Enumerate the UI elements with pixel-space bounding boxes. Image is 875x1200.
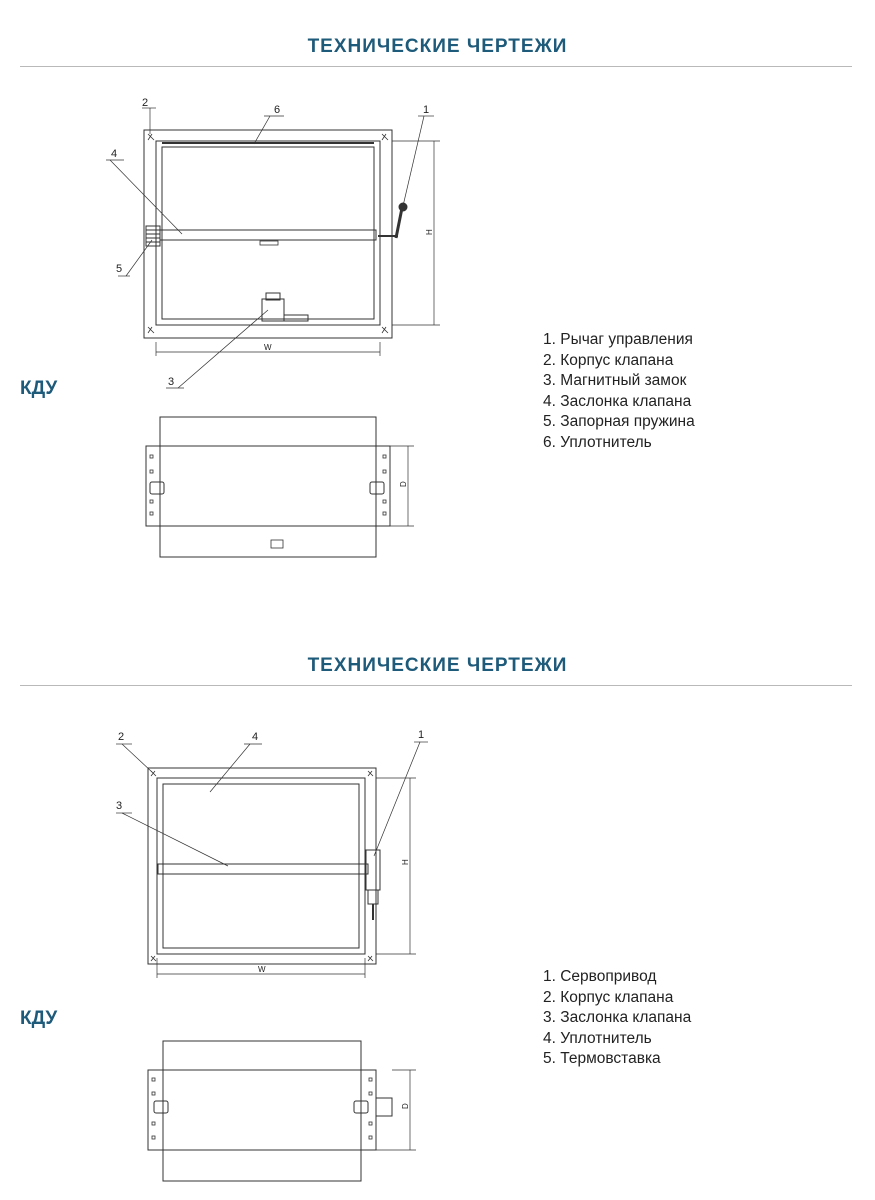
legend-item: 3. Заслонка клапана [543,1009,692,1027]
legend-item: 1. Сервопривод [543,968,657,985]
section-title: ТЕХНИЧЕСКИЕ ЧЕРТЕЖИ [307,655,568,676]
divider [20,66,852,67]
valve-flange [147,767,377,965]
section-manual-drive: ТЕХНИЧЕСКИЕ ЧЕРТЕЖИ КДУ [20,36,852,558]
callout-1: 1 [418,729,424,741]
valve-top-view-flange [147,1069,377,1151]
valve-body-frame [156,777,366,955]
valve-body-inner [162,783,360,949]
legend-item: 4. Заслонка клапана [543,392,692,410]
legend-list: 1. Рычаг управления 2. Корпус клапана 3.… [543,330,695,454]
legend-item: 2. Корпус клапана [543,351,674,369]
callout-4: 4 [252,731,258,743]
legend-item: 6. Уплотнитель [543,433,652,451]
legend-item: 1. Рычаг управления [543,331,693,348]
legend-item: 3. Магнитный замок [543,372,687,390]
servo-actuator [365,849,381,920]
dim-width-label: W [258,965,266,974]
legend-list: 1. Сервопривод 2. Корпус клапана 3. Засл… [543,967,691,1070]
magnetic-lock [261,292,309,322]
legend-item: 5. Термовставка [543,1050,661,1068]
divider [20,685,852,686]
dim-height-label: H [425,229,434,235]
model-label: КДУ [20,378,58,399]
callout-1: 1 [423,104,429,116]
dim-depth-label: D [399,481,408,487]
closing-spring [145,225,161,247]
technical-drawing-manual: 2 6 1 4 5 3 W H D [106,97,440,558]
dim-depth-label: D [401,1103,410,1109]
dim-width-label: W [264,343,272,352]
damper-blade [157,863,369,875]
legend-item: 2. Корпус клапана [543,988,674,1006]
callout-5: 5 [116,263,122,275]
technical-drawing-servo: 2 4 1 3 W H D [116,729,428,1182]
section-servo-drive: ТЕХНИЧЕСКИЕ ЧЕРТЕЖИ КДУ [0,620,875,1200]
valve-top-view-flange [145,445,391,527]
control-lever [378,202,408,239]
valve-body-frame [155,140,381,326]
dim-height-label: H [401,859,410,865]
legend-item: 5. Запорная пружина [543,413,695,431]
servo-top-view [375,1097,393,1117]
valve-flange [143,129,393,339]
callout-3: 3 [116,800,122,812]
damper-blade [159,229,377,241]
legend-item: 4. Уплотнитель [543,1029,652,1047]
callout-4: 4 [111,148,117,160]
model-label: КДУ [20,1008,58,1029]
callout-2: 2 [118,731,124,743]
callout-2: 2 [142,97,148,109]
valve-body-inner [161,146,375,320]
callout-3: 3 [168,376,174,388]
valve-top-view-body [162,1040,362,1182]
valve-top-view-body [159,416,377,558]
section-title: ТЕХНИЧЕСКИЕ ЧЕРТЕЖИ [307,36,568,57]
callout-6: 6 [274,104,280,116]
